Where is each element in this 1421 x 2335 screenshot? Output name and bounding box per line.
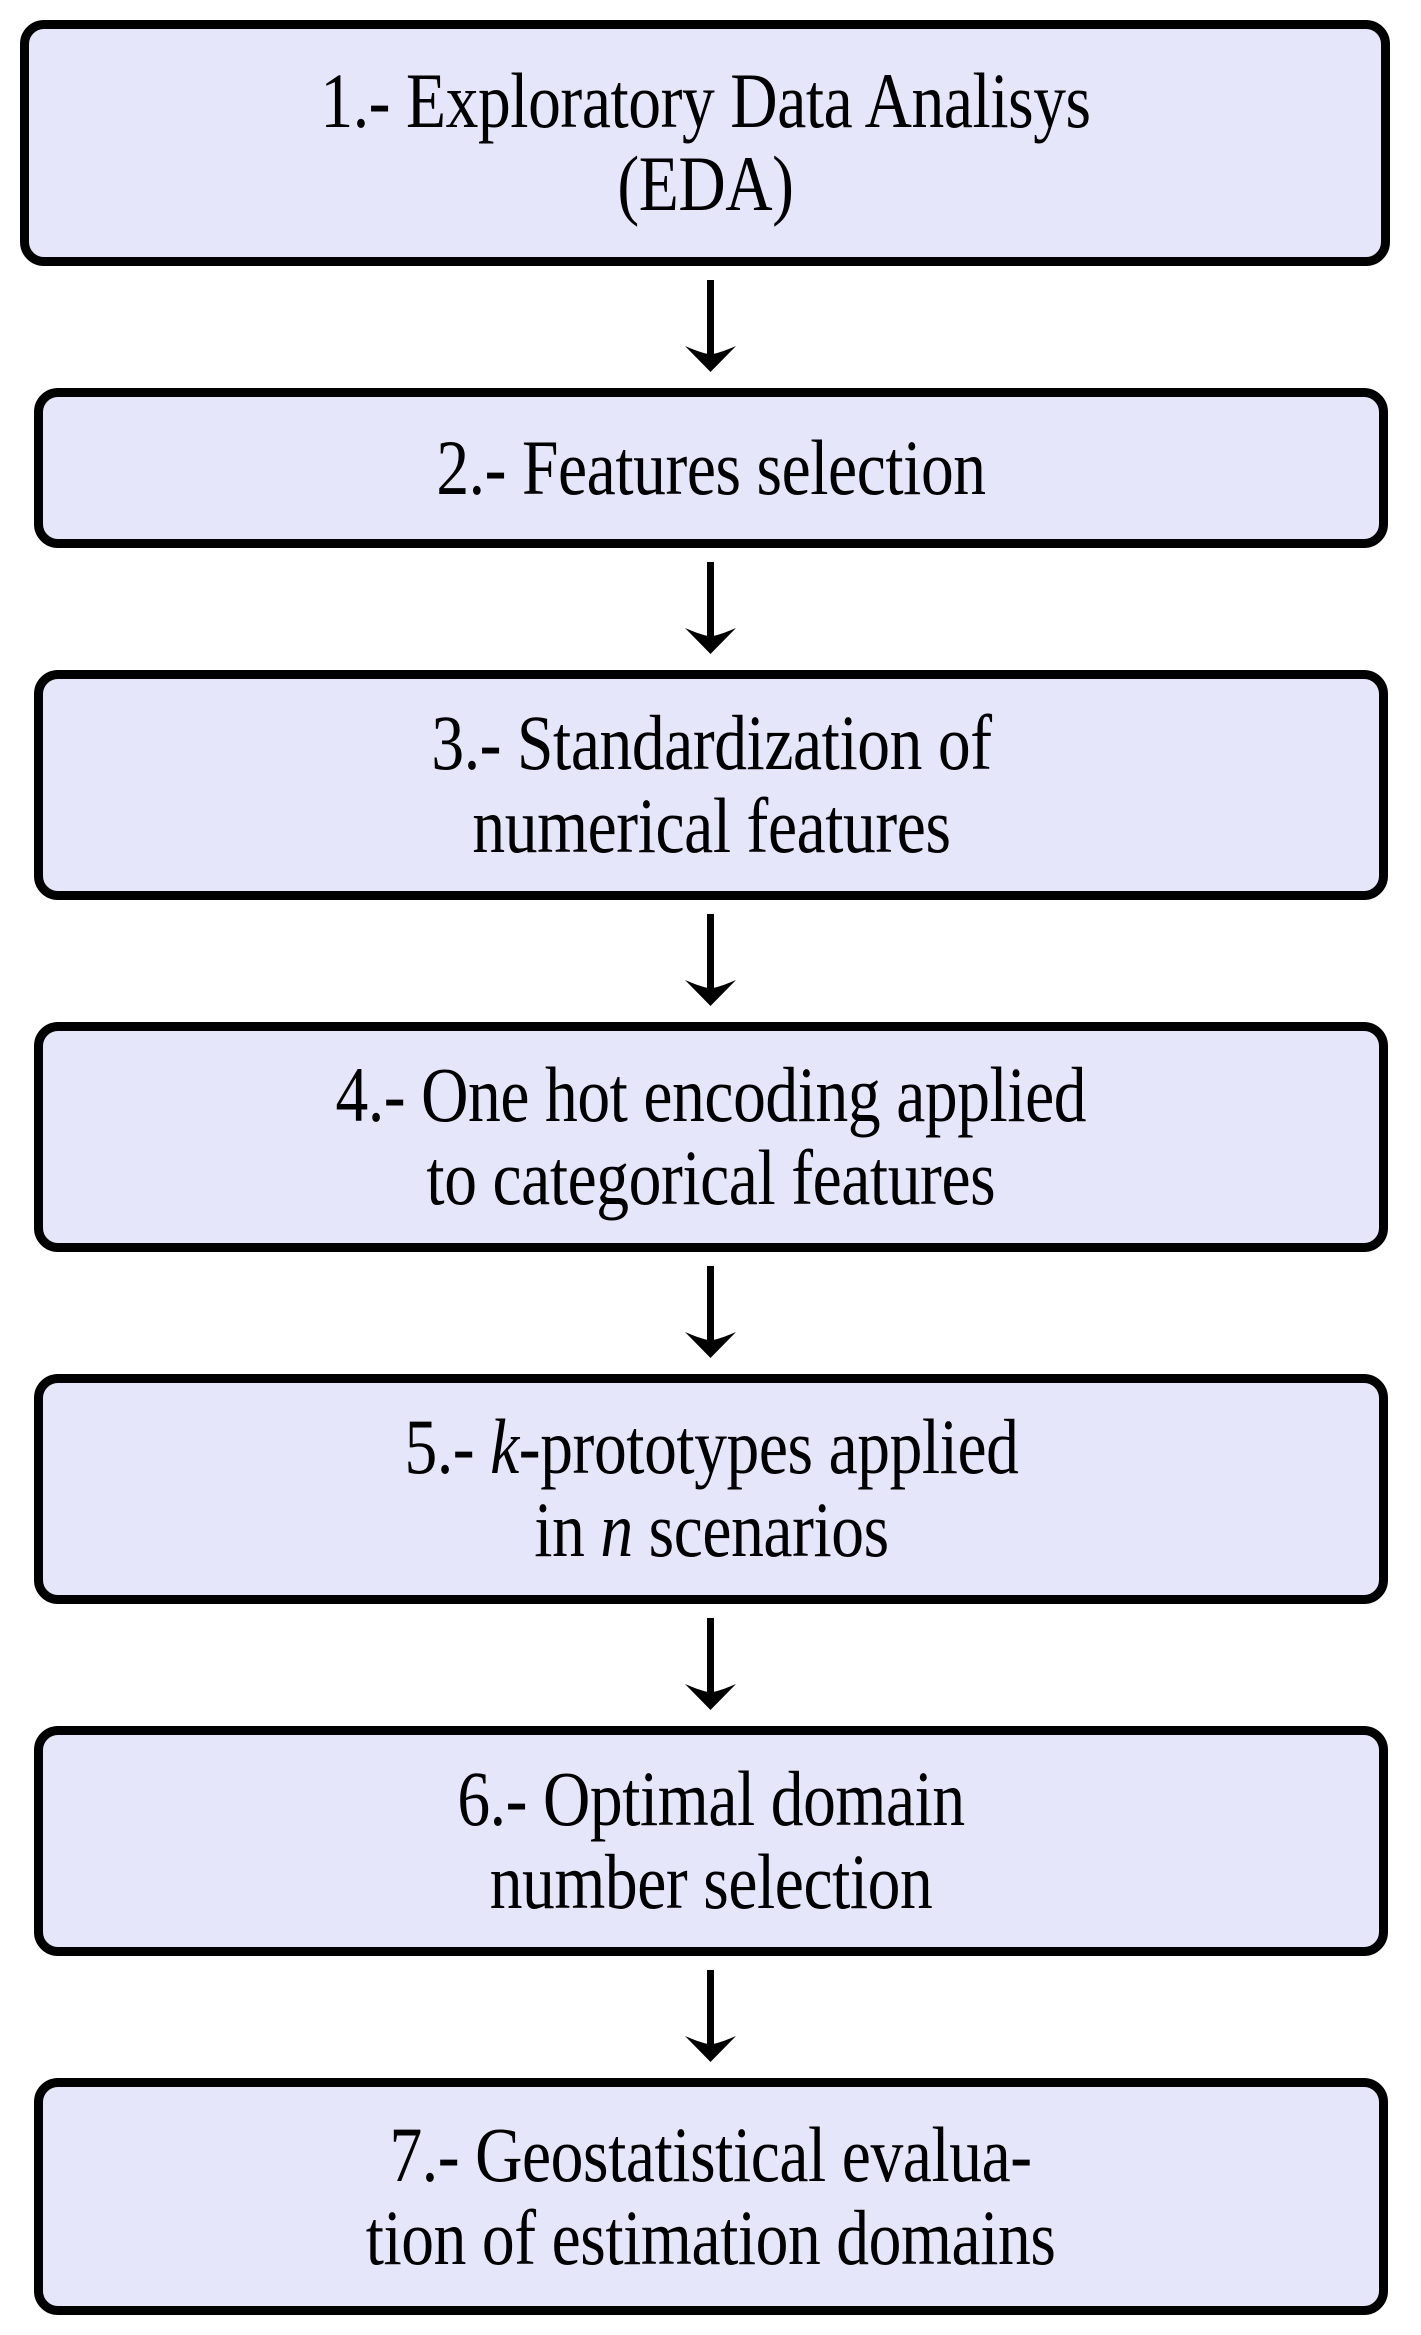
flow-node-step-6-label: 6.- Optimal domain number selection [457,1755,965,1925]
arrow-down-icon [685,1266,736,1358]
arrow-down-icon [685,1970,736,2062]
flow-node-step-1[interactable]: 1.- Exploratory Data Analisys (EDA) [20,20,1390,266]
flow-node-step-6[interactable]: 6.- Optimal domain number selection [34,1726,1388,1956]
flow-node-step-1-label: 1.- Exploratory Data Analisys (EDA) [319,57,1091,227]
flow-arrow-2-to-3 [665,562,755,654]
flow-node-step-3[interactable]: 3.- Standardization of numerical feature… [34,670,1388,900]
arrow-down-icon [685,1618,736,1710]
flow-node-step-3-label: 3.- Standardization of numerical feature… [430,699,992,869]
flow-node-step-5-label: 5.- k-prototypes applied in n scenarios [403,1403,1019,1573]
flow-arrow-1-to-2 [665,280,755,372]
flow-node-step-7-label: 7.- Geostatistical evalua- tion of estim… [366,2110,1056,2281]
flow-node-step-4-label: 4.- One hot encoding applied to categori… [335,1051,1087,1221]
flow-arrow-4-to-5 [665,1266,755,1358]
arrow-down-icon [685,562,736,654]
flow-node-step-5[interactable]: 5.- k-prototypes applied in n scenarios [34,1374,1388,1604]
flow-node-step-7[interactable]: 7.- Geostatistical evalua- tion of estim… [34,2078,1388,2315]
flow-node-step-2[interactable]: 2.- Features selection [34,388,1388,548]
arrow-down-icon [685,280,736,372]
arrow-down-icon [685,914,736,1006]
flow-node-step-4[interactable]: 4.- One hot encoding applied to categori… [34,1022,1388,1252]
flow-arrow-3-to-4 [665,914,755,1006]
flow-arrow-5-to-6 [665,1618,755,1710]
flow-node-step-2-label: 2.- Features selection [436,423,986,511]
flow-arrow-6-to-7 [665,1970,755,2062]
